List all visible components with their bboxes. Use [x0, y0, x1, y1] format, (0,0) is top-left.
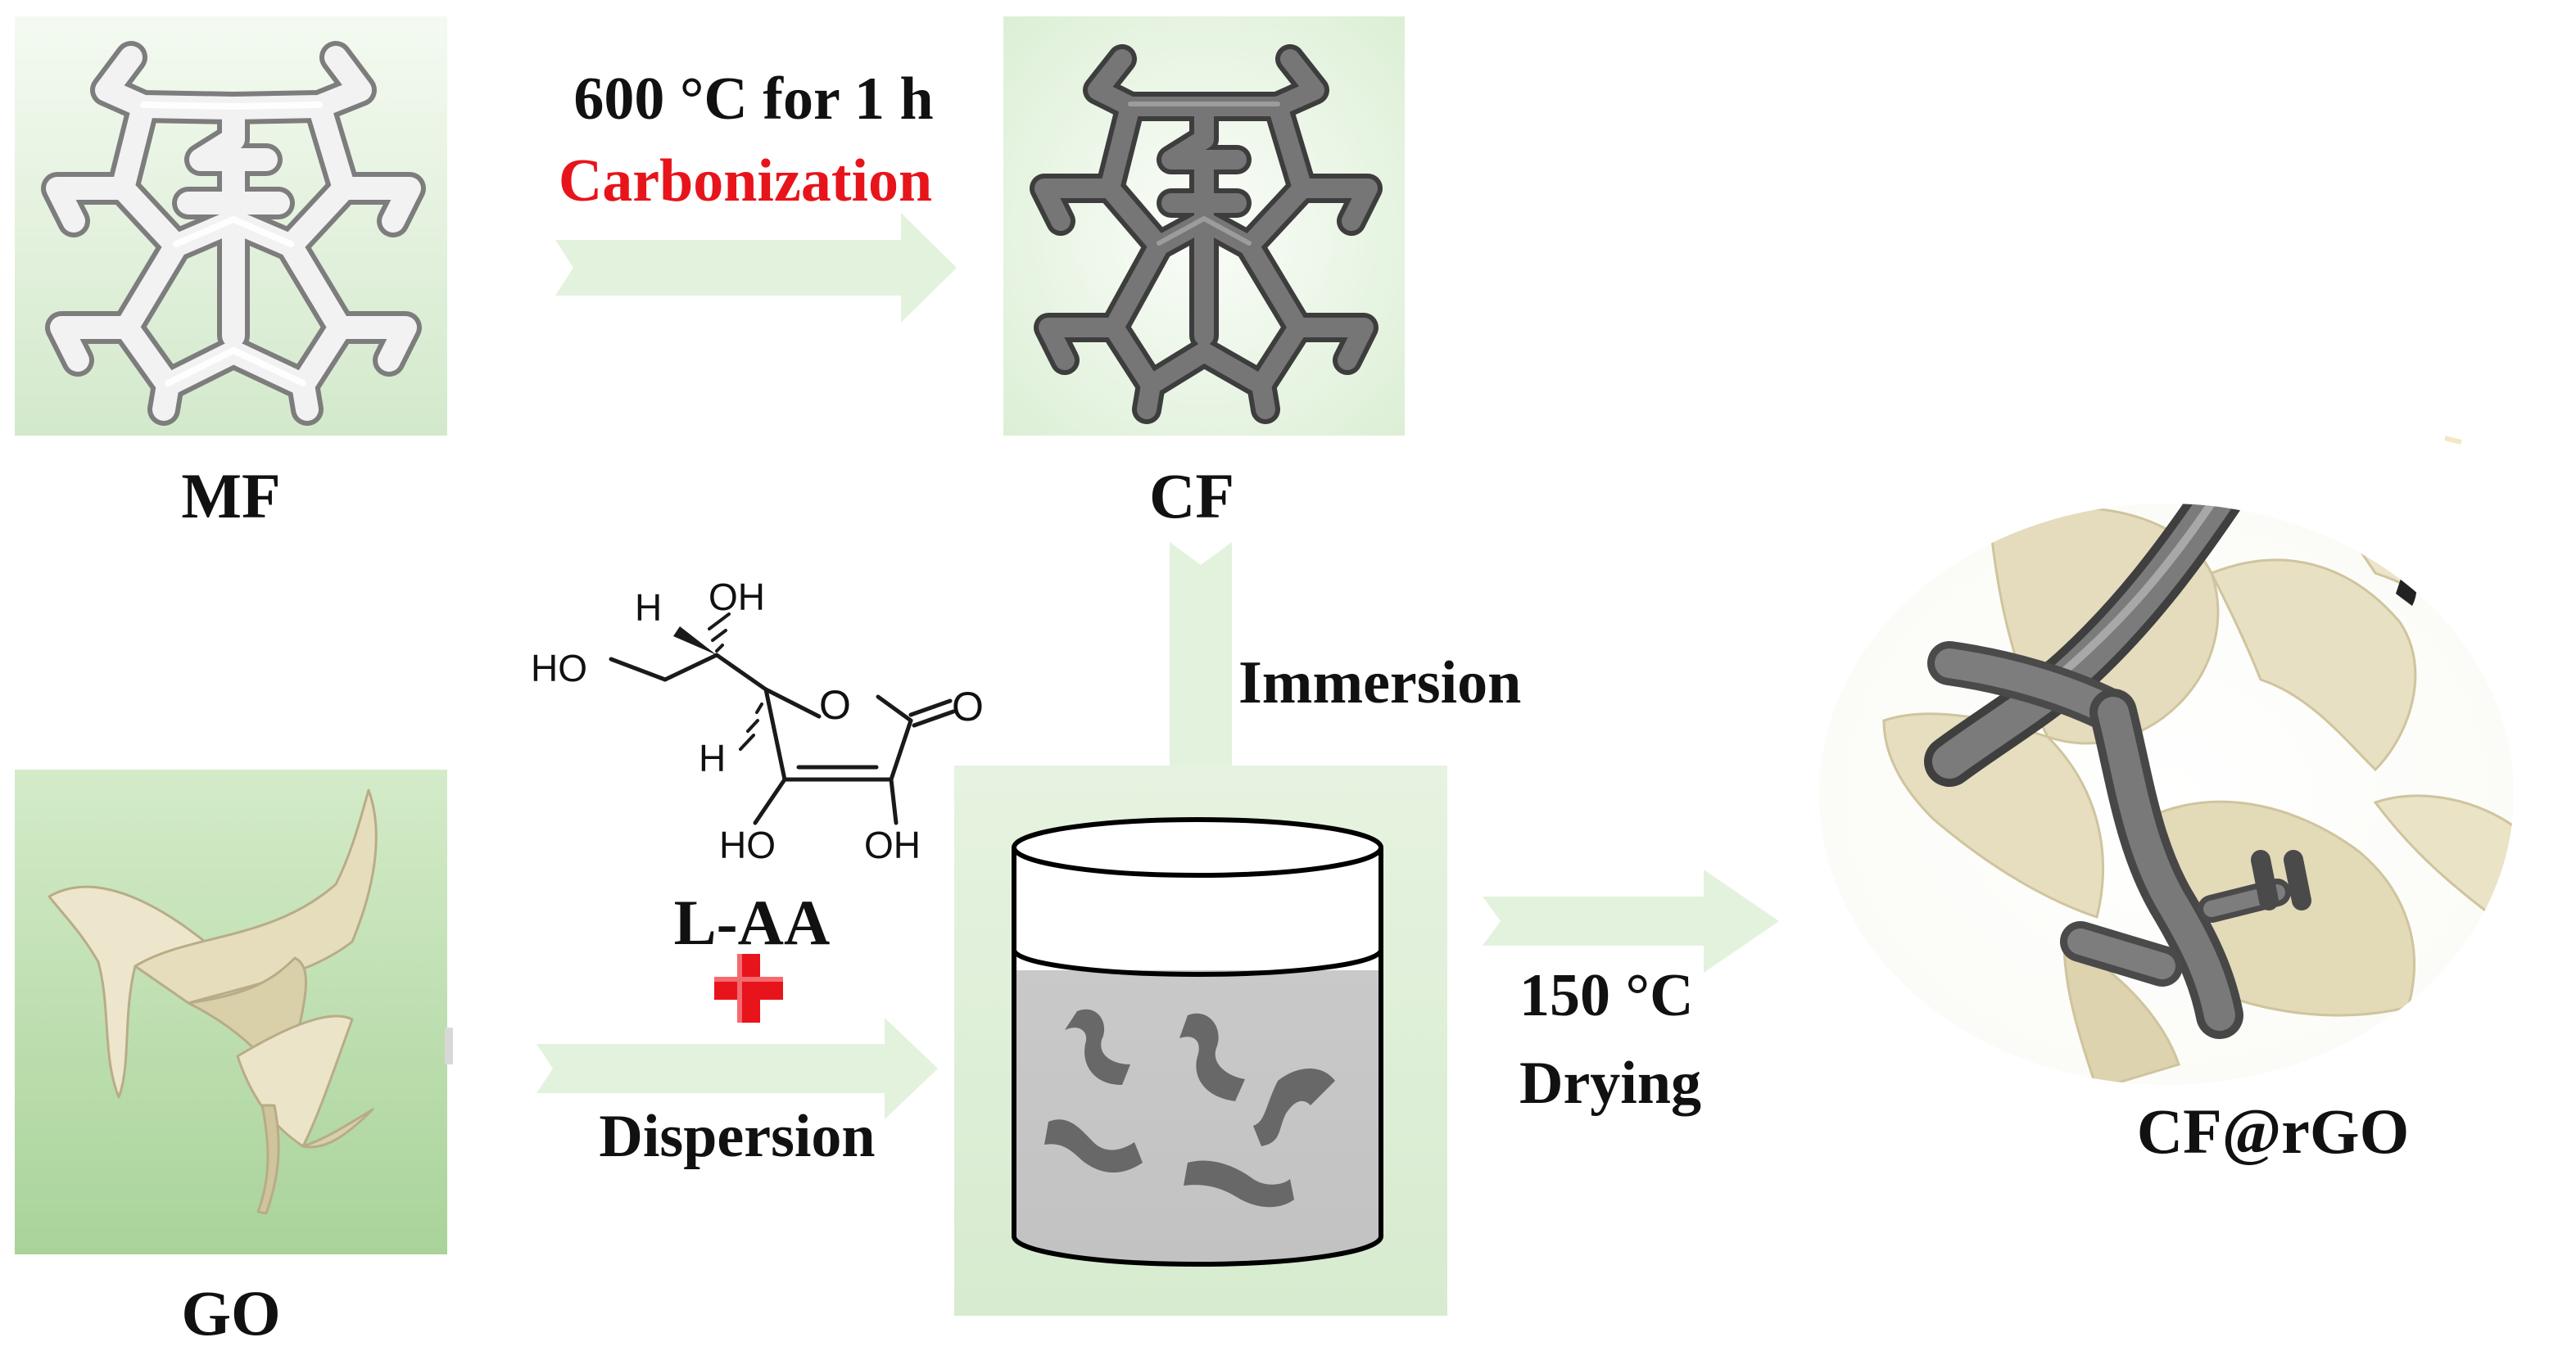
atom-oh-top: OH [709, 576, 765, 618]
immersion-text: Immersion [1238, 649, 1521, 716]
atom-ho-left: HO [531, 647, 587, 689]
carbonization-arrow [555, 213, 957, 323]
beaker-panel [954, 766, 1447, 1316]
atom-h-bottom: H [699, 737, 726, 779]
atom-o-carbonyl: O [952, 684, 984, 730]
carbonization-text: Carbonization [559, 147, 932, 215]
product-label: CF@rGO [2137, 1096, 2410, 1167]
l-aa-label: L-AA [674, 887, 831, 958]
carbonization-condition-text: 600 °C for 1 h [573, 66, 933, 133]
drying-step: 150 °C Drying [1483, 870, 1779, 1117]
product-panel: CF@rGO [1819, 436, 2514, 1167]
go-label: GO [181, 1277, 280, 1349]
l-ascorbic-acid-atoms: H OH HO O O H HO OH [531, 576, 984, 866]
cf-label: CF [1149, 460, 1234, 531]
plus-icon [714, 954, 783, 1023]
atom-oh-bottom: OH [864, 824, 921, 866]
drying-text: Drying [1519, 1050, 1701, 1117]
mf-panel: MF [15, 16, 447, 531]
drying-arrow [1483, 870, 1779, 973]
mf-label: MF [181, 460, 280, 531]
rgo-flakes [1044, 1009, 1335, 1208]
mf-foam-icon [41, 41, 426, 426]
cf-panel: CF [1003, 16, 1405, 531]
go-panel: GO [15, 770, 453, 1349]
atom-h-top: H [635, 586, 662, 629]
atom-o-ring: O [819, 682, 851, 728]
go-sheets-icon [48, 788, 378, 1215]
beaker-icon [1012, 817, 1383, 1267]
atom-ho-bottom: HO [719, 824, 776, 866]
l-ascorbic-acid-structure [609, 612, 956, 825]
dispersion-step: Dispersion [536, 1018, 938, 1170]
dispersion-text: Dispersion [599, 1103, 875, 1170]
drying-temperature-text: 150 °C [1519, 962, 1694, 1029]
cf-foam-icon [1030, 44, 1383, 424]
carbonization-step: 600 °C for 1 h Carbonization [555, 66, 957, 323]
dispersion-arrow [536, 1018, 938, 1119]
